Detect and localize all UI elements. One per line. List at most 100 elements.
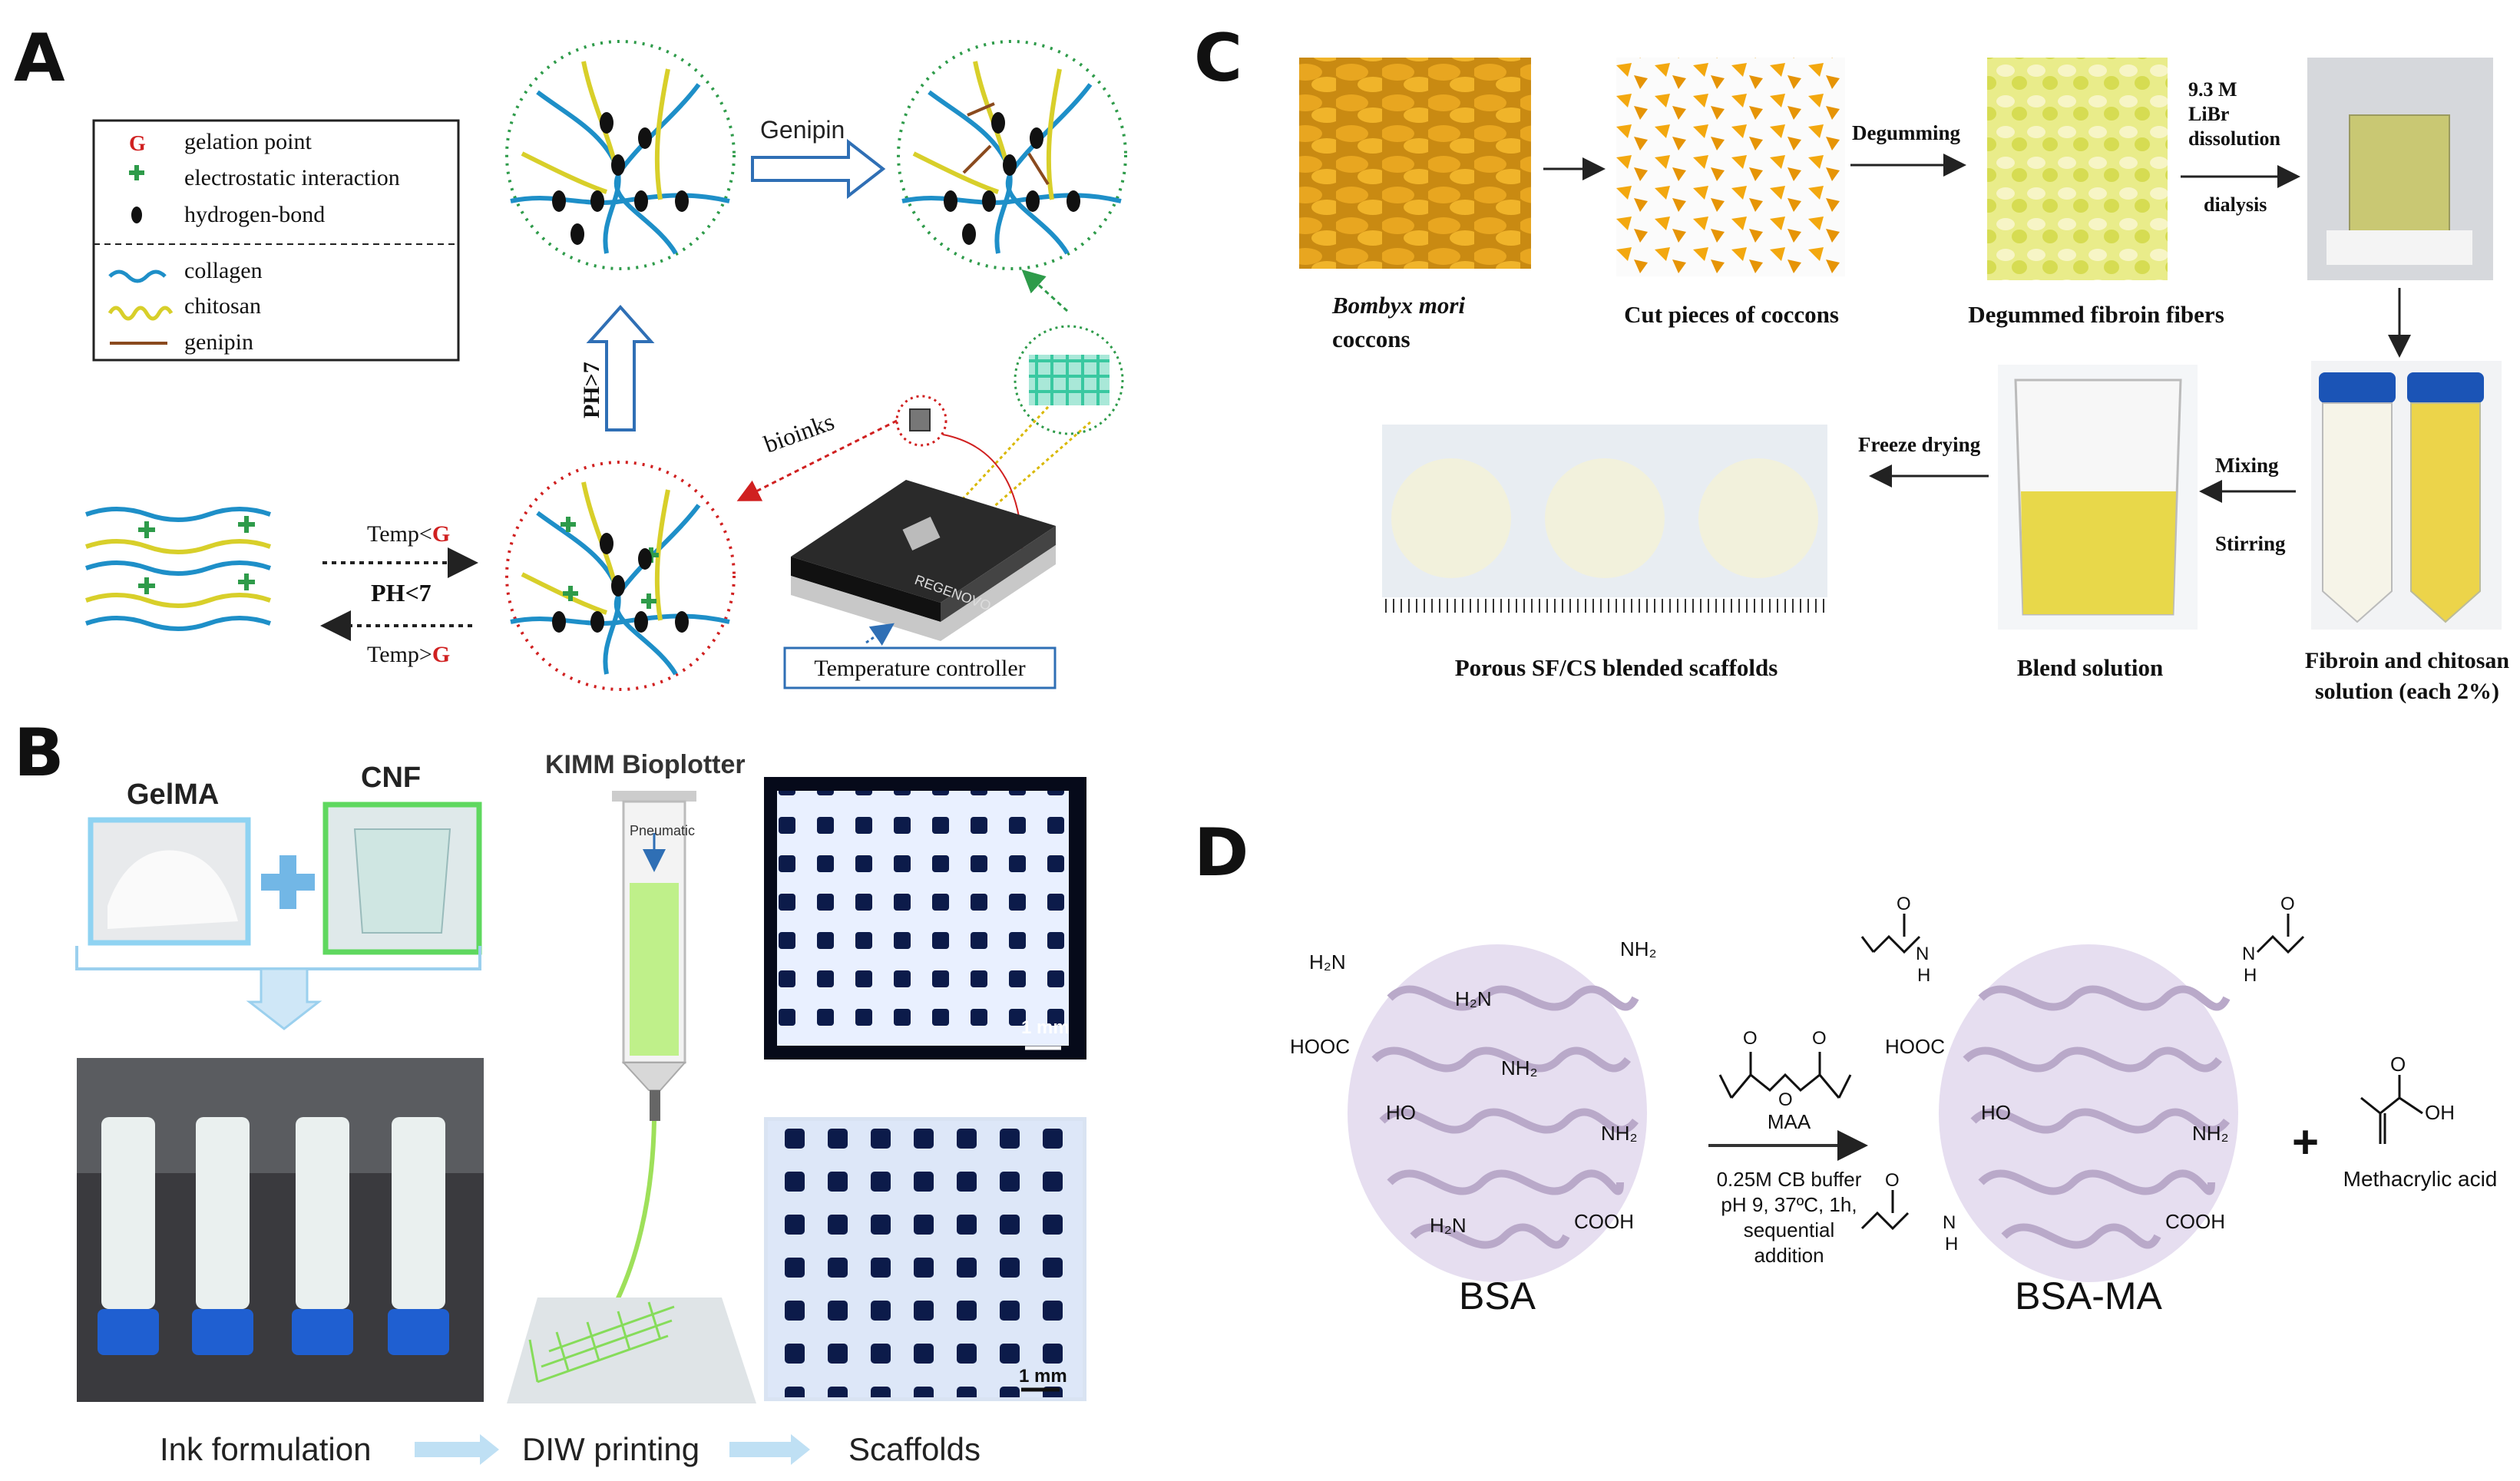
freeze-drying-label: Freeze drying bbox=[1858, 433, 1981, 456]
legend-g-symbol: G bbox=[129, 132, 146, 156]
dialysis-label: dialysis bbox=[2204, 193, 2267, 216]
degumming-label: Degumming bbox=[1852, 121, 1960, 144]
bsama-hooc: HOOC bbox=[1885, 1035, 1945, 1058]
bioinks-label: bioinks bbox=[760, 408, 838, 458]
panel-c: C Bombyx mori coccons Cut pieces of cocc… bbox=[1194, 20, 2509, 704]
printed-grid-icon bbox=[1029, 355, 1110, 405]
genipin-arrow: Genipin bbox=[751, 116, 886, 200]
condition-line-3: sequential bbox=[1744, 1218, 1835, 1241]
temperature-controller-label: Temperature controller bbox=[814, 656, 1025, 681]
bsama-n-right: N bbox=[2242, 944, 2255, 964]
bsa-nh2-right: NH₂ bbox=[1601, 1122, 1638, 1145]
degummed-label: Degummed fibroin fibers bbox=[1968, 301, 2224, 328]
panel-letter-b: B bbox=[14, 715, 64, 792]
step-arrow-1 bbox=[415, 1434, 499, 1465]
panel-letter-c: C bbox=[1194, 20, 1242, 97]
bsama-n-bottom: N bbox=[1943, 1212, 1956, 1233]
libr-line-1: 9.3 M bbox=[2188, 78, 2237, 101]
bsama-nh2: NH₂ bbox=[2192, 1122, 2229, 1145]
blend-label: Blend solution bbox=[2017, 654, 2163, 681]
step-scaffolds: Scaffolds bbox=[848, 1431, 981, 1467]
cut-pieces-label: Cut pieces of coccons bbox=[1624, 301, 1839, 328]
fibroin-line-2: solution (each 2%) bbox=[2315, 679, 2499, 704]
genipin-label: Genipin bbox=[760, 116, 845, 144]
temp-less-prefix: Temp< bbox=[367, 521, 432, 547]
methacrylic-acid-structure: O OH bbox=[2360, 1053, 2455, 1144]
condition-line-1: 0.25M CB buffer bbox=[1717, 1168, 1862, 1191]
ph-up-label: PH>7 bbox=[579, 362, 604, 418]
temp-less-g: G bbox=[432, 521, 450, 547]
plus-sign: + bbox=[2292, 1116, 2319, 1168]
porous-label: Porous SF/CS blended scaffolds bbox=[1455, 654, 1778, 681]
maa-structure: O O O bbox=[1718, 1028, 1852, 1110]
mixing-label: Mixing bbox=[2215, 454, 2279, 477]
bsama-h-top: H bbox=[1917, 965, 1930, 986]
temp-less-label: Temp<G bbox=[367, 521, 450, 547]
green-cross-icon bbox=[129, 165, 144, 180]
panel-b: B GelMA CNF KIMM Bioplotter bbox=[14, 715, 1086, 1467]
condition-line-2: pH 9, 37ºC, 1h, bbox=[1721, 1193, 1857, 1216]
bsa-h2n-bottom: H₂N bbox=[1430, 1214, 1467, 1237]
collagen-wave-icon bbox=[108, 269, 167, 283]
network-circle-crosslinked bbox=[897, 40, 1127, 270]
methacrylic-label: Methacrylic acid bbox=[2343, 1167, 2498, 1191]
legend-chitosan: chitosan bbox=[184, 293, 261, 319]
legend-hbond: hydrogen-bond bbox=[184, 202, 325, 227]
bsa-h2n-top: H₂N bbox=[1309, 950, 1346, 974]
bioink-cube-icon bbox=[909, 408, 931, 431]
maa-o-mid: O bbox=[1778, 1089, 1793, 1110]
bsama-h-bottom: H bbox=[1945, 1234, 1958, 1255]
legend-genipin: genipin bbox=[184, 329, 253, 355]
legend-box: G gelation point electrostatic interacti… bbox=[92, 119, 460, 362]
network-circle-acidic bbox=[505, 461, 736, 691]
maa-o-right: O bbox=[1812, 1028, 1827, 1049]
bsama-o-right: O bbox=[2280, 894, 2295, 914]
panel-letter-a: A bbox=[14, 20, 65, 97]
methacrylic-o: O bbox=[2390, 1053, 2406, 1076]
bsa-h2n-mid: H₂N bbox=[1455, 987, 1492, 1010]
degummed-fibers-photo bbox=[1987, 58, 2168, 280]
scale-bar-top: 1 mm bbox=[1021, 1017, 1070, 1038]
panel-letter-d: D bbox=[1194, 815, 1248, 891]
step-diw-printing: DIW printing bbox=[522, 1431, 699, 1467]
cocoons-photo bbox=[1299, 58, 1531, 269]
fibroin-line-1: Fibroin and chitosan bbox=[2305, 648, 2510, 673]
printer-assembly: bioinks REGENOVO Temperature controller bbox=[736, 269, 1124, 689]
plus-icon bbox=[261, 855, 315, 909]
network-circle-initial bbox=[505, 40, 736, 270]
bsa-nh2-mid: NH₂ bbox=[1501, 1056, 1538, 1079]
bsama-o-bottom: O bbox=[1885, 1170, 1900, 1191]
libr-line-2: LiBr bbox=[2188, 103, 2229, 125]
printed-mesh bbox=[528, 1301, 675, 1383]
temp-greater-prefix: Temp> bbox=[367, 642, 432, 667]
bsa-label: BSA bbox=[1459, 1274, 1536, 1317]
print-bed bbox=[507, 1298, 756, 1403]
panel-d: D H₂N NH₂ H₂N HOOC NH₂ HO NH₂ H₂N COOH B… bbox=[1194, 815, 2497, 1317]
panel-a: A G gelation point electrostatic interac… bbox=[14, 20, 1127, 691]
syringe-icon: Pneumatic bbox=[604, 791, 696, 1322]
hydrogen-bond-icon bbox=[131, 207, 142, 223]
maa-label: MAA bbox=[1768, 1110, 1811, 1133]
pneumatic-label: Pneumatic bbox=[630, 823, 695, 838]
step-ink-formulation: Ink formulation bbox=[160, 1431, 371, 1467]
bsama-o-top: O bbox=[1897, 894, 1911, 914]
legend-gelation: gelation point bbox=[184, 129, 312, 154]
temp-greater-g: G bbox=[432, 642, 450, 667]
ph-less-label: PH<7 bbox=[371, 579, 432, 607]
condition-line-4: addition bbox=[1754, 1244, 1824, 1267]
ph-up-arrow: PH>7 bbox=[579, 304, 655, 431]
bsa-ma-protein: N H O N H O HOOC HO NH₂ N H O COOH bbox=[1860, 894, 2305, 1282]
bsama-n-top: N bbox=[1916, 944, 1929, 964]
legend-collagen: collagen bbox=[184, 258, 263, 283]
step-arrow-2 bbox=[729, 1434, 810, 1465]
scale-bar-bottom: 1 mm bbox=[1019, 1366, 1067, 1387]
plotter-label: KIMM Bioplotter bbox=[545, 750, 746, 779]
bsama-h-right: H bbox=[2244, 965, 2257, 986]
bsama-ho: HO bbox=[1981, 1101, 2011, 1124]
bsa-ho: HO bbox=[1386, 1101, 1416, 1124]
bsa-nh2-top: NH₂ bbox=[1620, 937, 1657, 960]
cnf-label: CNF bbox=[361, 762, 421, 794]
libr-line-3: dissolution bbox=[2188, 127, 2280, 150]
temp-ph-arrows: Temp<G PH<7 Temp>G bbox=[320, 521, 478, 667]
